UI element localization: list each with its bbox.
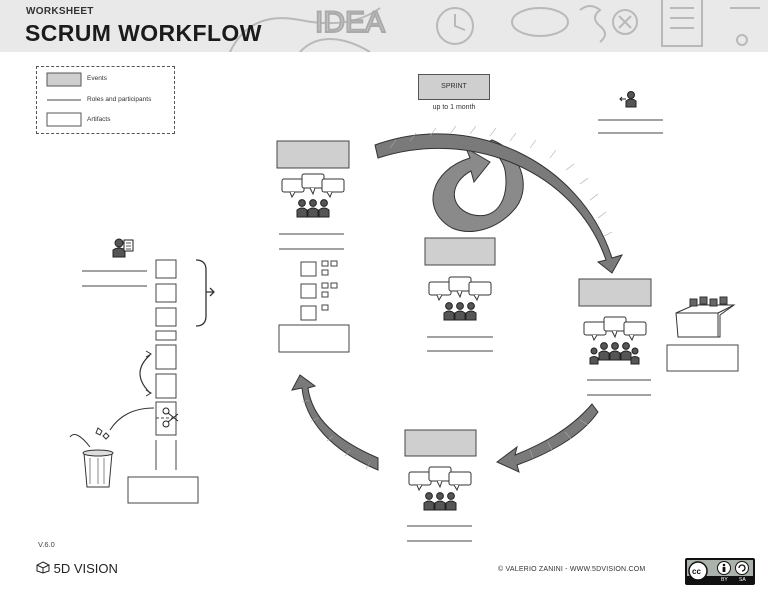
- cc-icon: [688, 561, 708, 581]
- brand-name: 5D VISION: [53, 561, 118, 576]
- increment-artifact: [666, 344, 739, 372]
- copyright-text: © VALERIO ZANINI - WWW.5DVISION.COM: [498, 566, 646, 573]
- cube-logo-icon: [36, 561, 50, 574]
- sprint-planning-event: [276, 140, 350, 169]
- version-label: V.6.0: [38, 540, 55, 549]
- backlog-item: [155, 373, 177, 399]
- sprint-backlog-artifact: [278, 324, 350, 353]
- sprint-event: SPRINT: [418, 74, 490, 100]
- sprint-arrow-top: [374, 133, 624, 274]
- refinement-bracket: [195, 259, 207, 327]
- sprint-planning: [276, 140, 350, 353]
- idea-doodle-text: IDEA: [315, 6, 385, 39]
- legend-roles-label: Roles and participants: [87, 96, 152, 103]
- sprint-cycle: [291, 133, 624, 473]
- sprint-review: [578, 278, 739, 396]
- product-backlog: [69, 238, 215, 504]
- scrum-master-icon: [619, 91, 637, 108]
- retrospective-event: [404, 429, 477, 457]
- legend-event-swatch: [46, 72, 82, 87]
- sa-icon: [735, 561, 749, 575]
- close-doodle-icon: [612, 9, 638, 35]
- backlog-item: [155, 307, 177, 327]
- trash-can-icon: [69, 427, 114, 488]
- increment-box-icon: [675, 296, 736, 338]
- bracket-arrow-icon: [206, 287, 215, 297]
- product-backlog-artifact: [127, 476, 199, 504]
- discard-arrow-icon: [109, 407, 155, 431]
- license-sa: SA: [739, 577, 746, 583]
- sprint-retrospective: [404, 429, 477, 542]
- backlog-item: [155, 344, 177, 370]
- retrospective-meeting-icon: [408, 466, 472, 511]
- sprint-duration: up to 1 month: [432, 104, 476, 111]
- legend-artifacts-label: Artifacts: [87, 116, 111, 123]
- sprint-arrow-bottom-left: [291, 374, 379, 471]
- daily-scrum: every day: [424, 139, 524, 352]
- daily-scrum-event: [424, 237, 496, 266]
- backlog-item: [155, 259, 177, 279]
- daily-loop-arrow: [432, 139, 524, 232]
- legend: Events Roles and participants Artifacts: [36, 66, 175, 134]
- product-owner-icon: [112, 238, 134, 258]
- scissors-icon: [162, 407, 179, 428]
- backlog-item: [155, 283, 177, 303]
- sprint-review-event: [578, 278, 652, 307]
- scrum-master: [598, 91, 663, 134]
- legend-events-label: Events: [87, 75, 107, 82]
- header-doodles: IDEA: [229, 0, 760, 52]
- brand-logo: 5D VISION: [36, 561, 118, 576]
- worksheet-header: IDEA WORKSHEET SCRUM WORKFLOW: [0, 0, 768, 52]
- svg-text:cc: cc: [692, 567, 701, 576]
- document-doodle-icon: [661, 0, 703, 47]
- page-title: SCRUM WORKFLOW: [25, 20, 262, 46]
- legend-artifact-swatch: [46, 112, 82, 127]
- sprint-arrow-bottom-right: [496, 403, 599, 473]
- cc-license-badge: cc BY SA: [685, 558, 755, 585]
- daily-meeting-icon: [428, 276, 492, 321]
- worksheet-kicker: WORKSHEET: [26, 6, 94, 17]
- license-by: BY: [721, 577, 728, 583]
- clock-doodle-icon: [436, 7, 474, 45]
- backlog-item: [155, 330, 177, 341]
- planning-meeting-icon: [281, 173, 345, 218]
- reorder-arrow-icon: [139, 354, 151, 394]
